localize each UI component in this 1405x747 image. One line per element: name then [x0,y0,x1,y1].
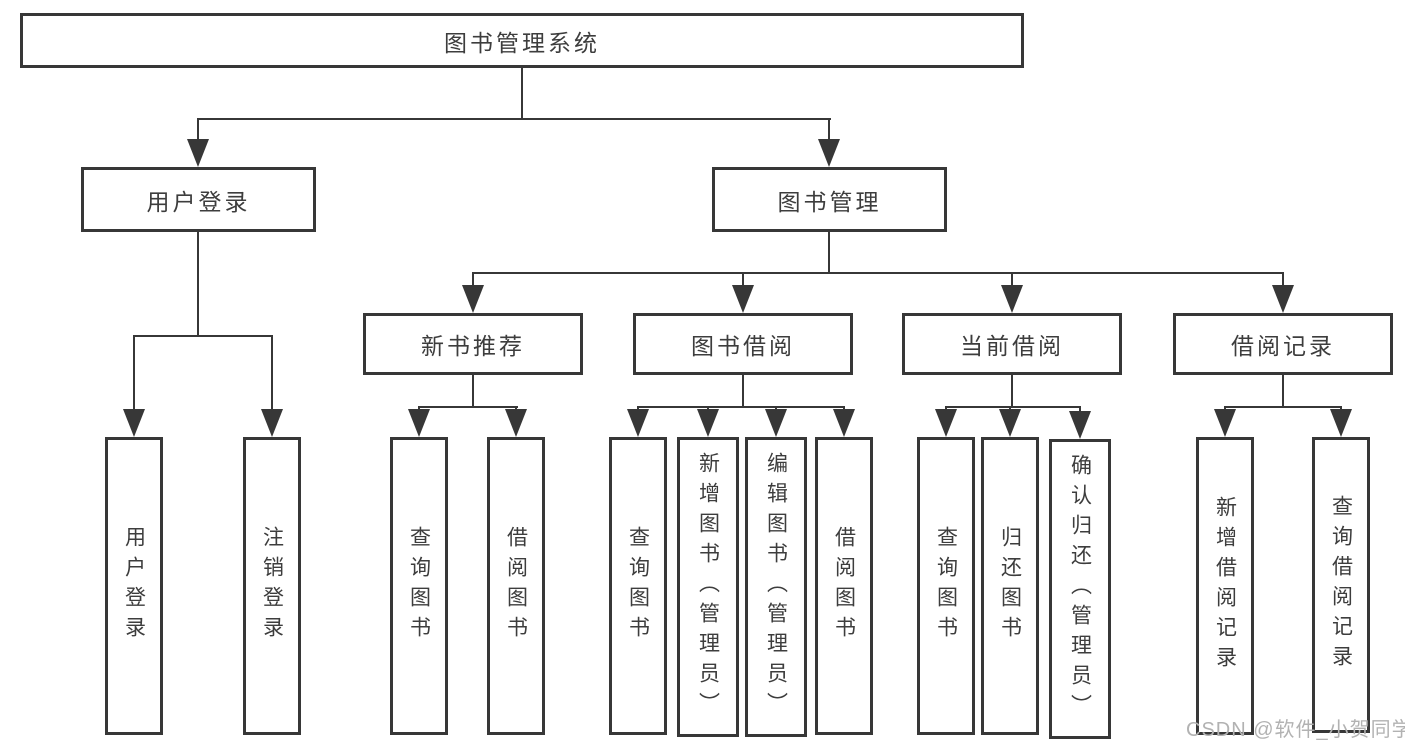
leaf-user-login-label: 用户登录 [122,526,146,646]
arrowhead-new-book-rec [462,285,484,313]
leaf-add-borrow-record: 新增借阅记录 [1196,437,1254,735]
leaf-query-book-current: 查询图书 [917,437,975,735]
node-book-borrow: 图书借阅 [633,313,853,375]
node-user-login: 用户登录 [81,167,316,232]
connector-leaf-logout-stem [271,335,273,411]
connector-borrow-records-stem [1282,272,1284,286]
connector-borrow-branch [637,406,845,408]
leaf-borrow-book-recommend-label: 借阅图书 [504,526,528,646]
arrowhead-current-confirm [1069,411,1091,439]
connector-new-book-rec-stem [472,272,474,286]
node-current-borrow-label: 当前借阅 [960,333,1064,359]
connector-book-borrow-stem [742,272,744,286]
node-current-borrow: 当前借阅 [902,313,1122,375]
connector-current-stub [1011,375,1013,406]
leaf-query-borrow-record-label: 查询借阅记录 [1329,495,1353,675]
node-new-book-recommend-label: 新书推荐 [421,333,525,359]
connector-book-mgmt-stub [828,232,830,272]
leaf-user-login: 用户登录 [105,437,163,735]
node-book-management: 图书管理 [712,167,947,232]
node-root: 图书管理系统 [20,13,1024,68]
connector-current-borrow-stem [1011,272,1013,286]
node-root-label: 图书管理系统 [444,29,600,56]
leaf-query-book-borrow: 查询图书 [609,437,667,735]
arrowhead-records-add [1214,409,1236,437]
leaf-add-borrow-record-label: 新增借阅记录 [1213,496,1237,676]
arrowhead-records-query [1330,409,1352,437]
arrowhead-current-return [999,409,1021,437]
arrowhead-borrow-edit [765,409,787,437]
leaf-add-book-admin: 新增图书（管理员） [677,437,739,737]
leaf-confirm-return-admin: 确认归还（管理员） [1049,439,1111,739]
arrowhead-user-login [187,139,209,167]
arrowhead-book-mgmt [818,139,840,167]
node-book-borrow-label: 图书借阅 [691,333,795,359]
node-borrow-records-label: 借阅记录 [1231,333,1335,359]
arrowhead-leaf-user-login [123,409,145,437]
connector-current-stem-3 [1079,406,1081,412]
arrowhead-rec-borrow [505,409,527,437]
leaf-logout: 注销登录 [243,437,301,735]
leaf-return-book: 归还图书 [981,437,1039,735]
leaf-edit-book-admin-label: 编辑图书（管理员） [764,452,788,722]
leaf-query-book-recommend: 查询图书 [390,437,448,735]
arrowhead-book-borrow [732,285,754,313]
leaf-query-book-borrow-label: 查询图书 [626,526,650,646]
node-borrow-records: 借阅记录 [1173,313,1393,375]
connector-rec-stub [472,375,474,406]
arrowhead-current-query [935,409,957,437]
leaf-confirm-return-admin-label: 确认归还（管理员） [1068,454,1092,724]
arrowhead-borrow-query [627,409,649,437]
node-book-management-label: 图书管理 [777,188,882,215]
connector-level3-branch [472,272,1284,274]
connector-user-login-stem [197,118,199,142]
arrowhead-borrow-borrow [833,409,855,437]
connector-records-stub [1282,375,1284,406]
connector-leaf-user-login-stem [133,335,135,411]
csdn-watermark: CSDN @软件_小贺同学 [1186,719,1405,741]
connector-records-branch [1224,406,1342,408]
leaf-logout-label: 注销登录 [260,526,284,646]
leaf-query-book-current-label: 查询图书 [934,526,958,646]
arrowhead-leaf-logout [261,409,283,437]
node-new-book-recommend: 新书推荐 [363,313,583,375]
connector-user-login-stub [197,232,199,335]
connector-borrow-stub [742,375,744,406]
connector-root-stub [521,68,523,118]
leaf-add-book-admin-label: 新增图书（管理员） [696,452,720,722]
arrowhead-borrow-records [1272,285,1294,313]
leaf-return-book-label: 归还图书 [998,526,1022,646]
leaf-edit-book-admin: 编辑图书（管理员） [745,437,807,737]
node-user-login-label: 用户登录 [146,188,251,215]
leaf-borrow-book-label: 借阅图书 [832,526,856,646]
connector-user-branch [133,335,273,337]
connector-rec-branch [418,406,518,408]
arrowhead-borrow-add [697,409,719,437]
leaf-borrow-book: 借阅图书 [815,437,873,735]
leaf-borrow-book-recommend: 借阅图书 [487,437,545,735]
arrowhead-current-borrow [1001,285,1023,313]
connector-book-mgmt-stem [828,118,830,142]
leaf-query-borrow-record: 查询借阅记录 [1312,437,1370,733]
leaf-query-book-recommend-label: 查询图书 [407,526,431,646]
connector-current-branch [945,406,1081,408]
connector-level2-branch [197,118,831,120]
arrowhead-rec-query [408,409,430,437]
